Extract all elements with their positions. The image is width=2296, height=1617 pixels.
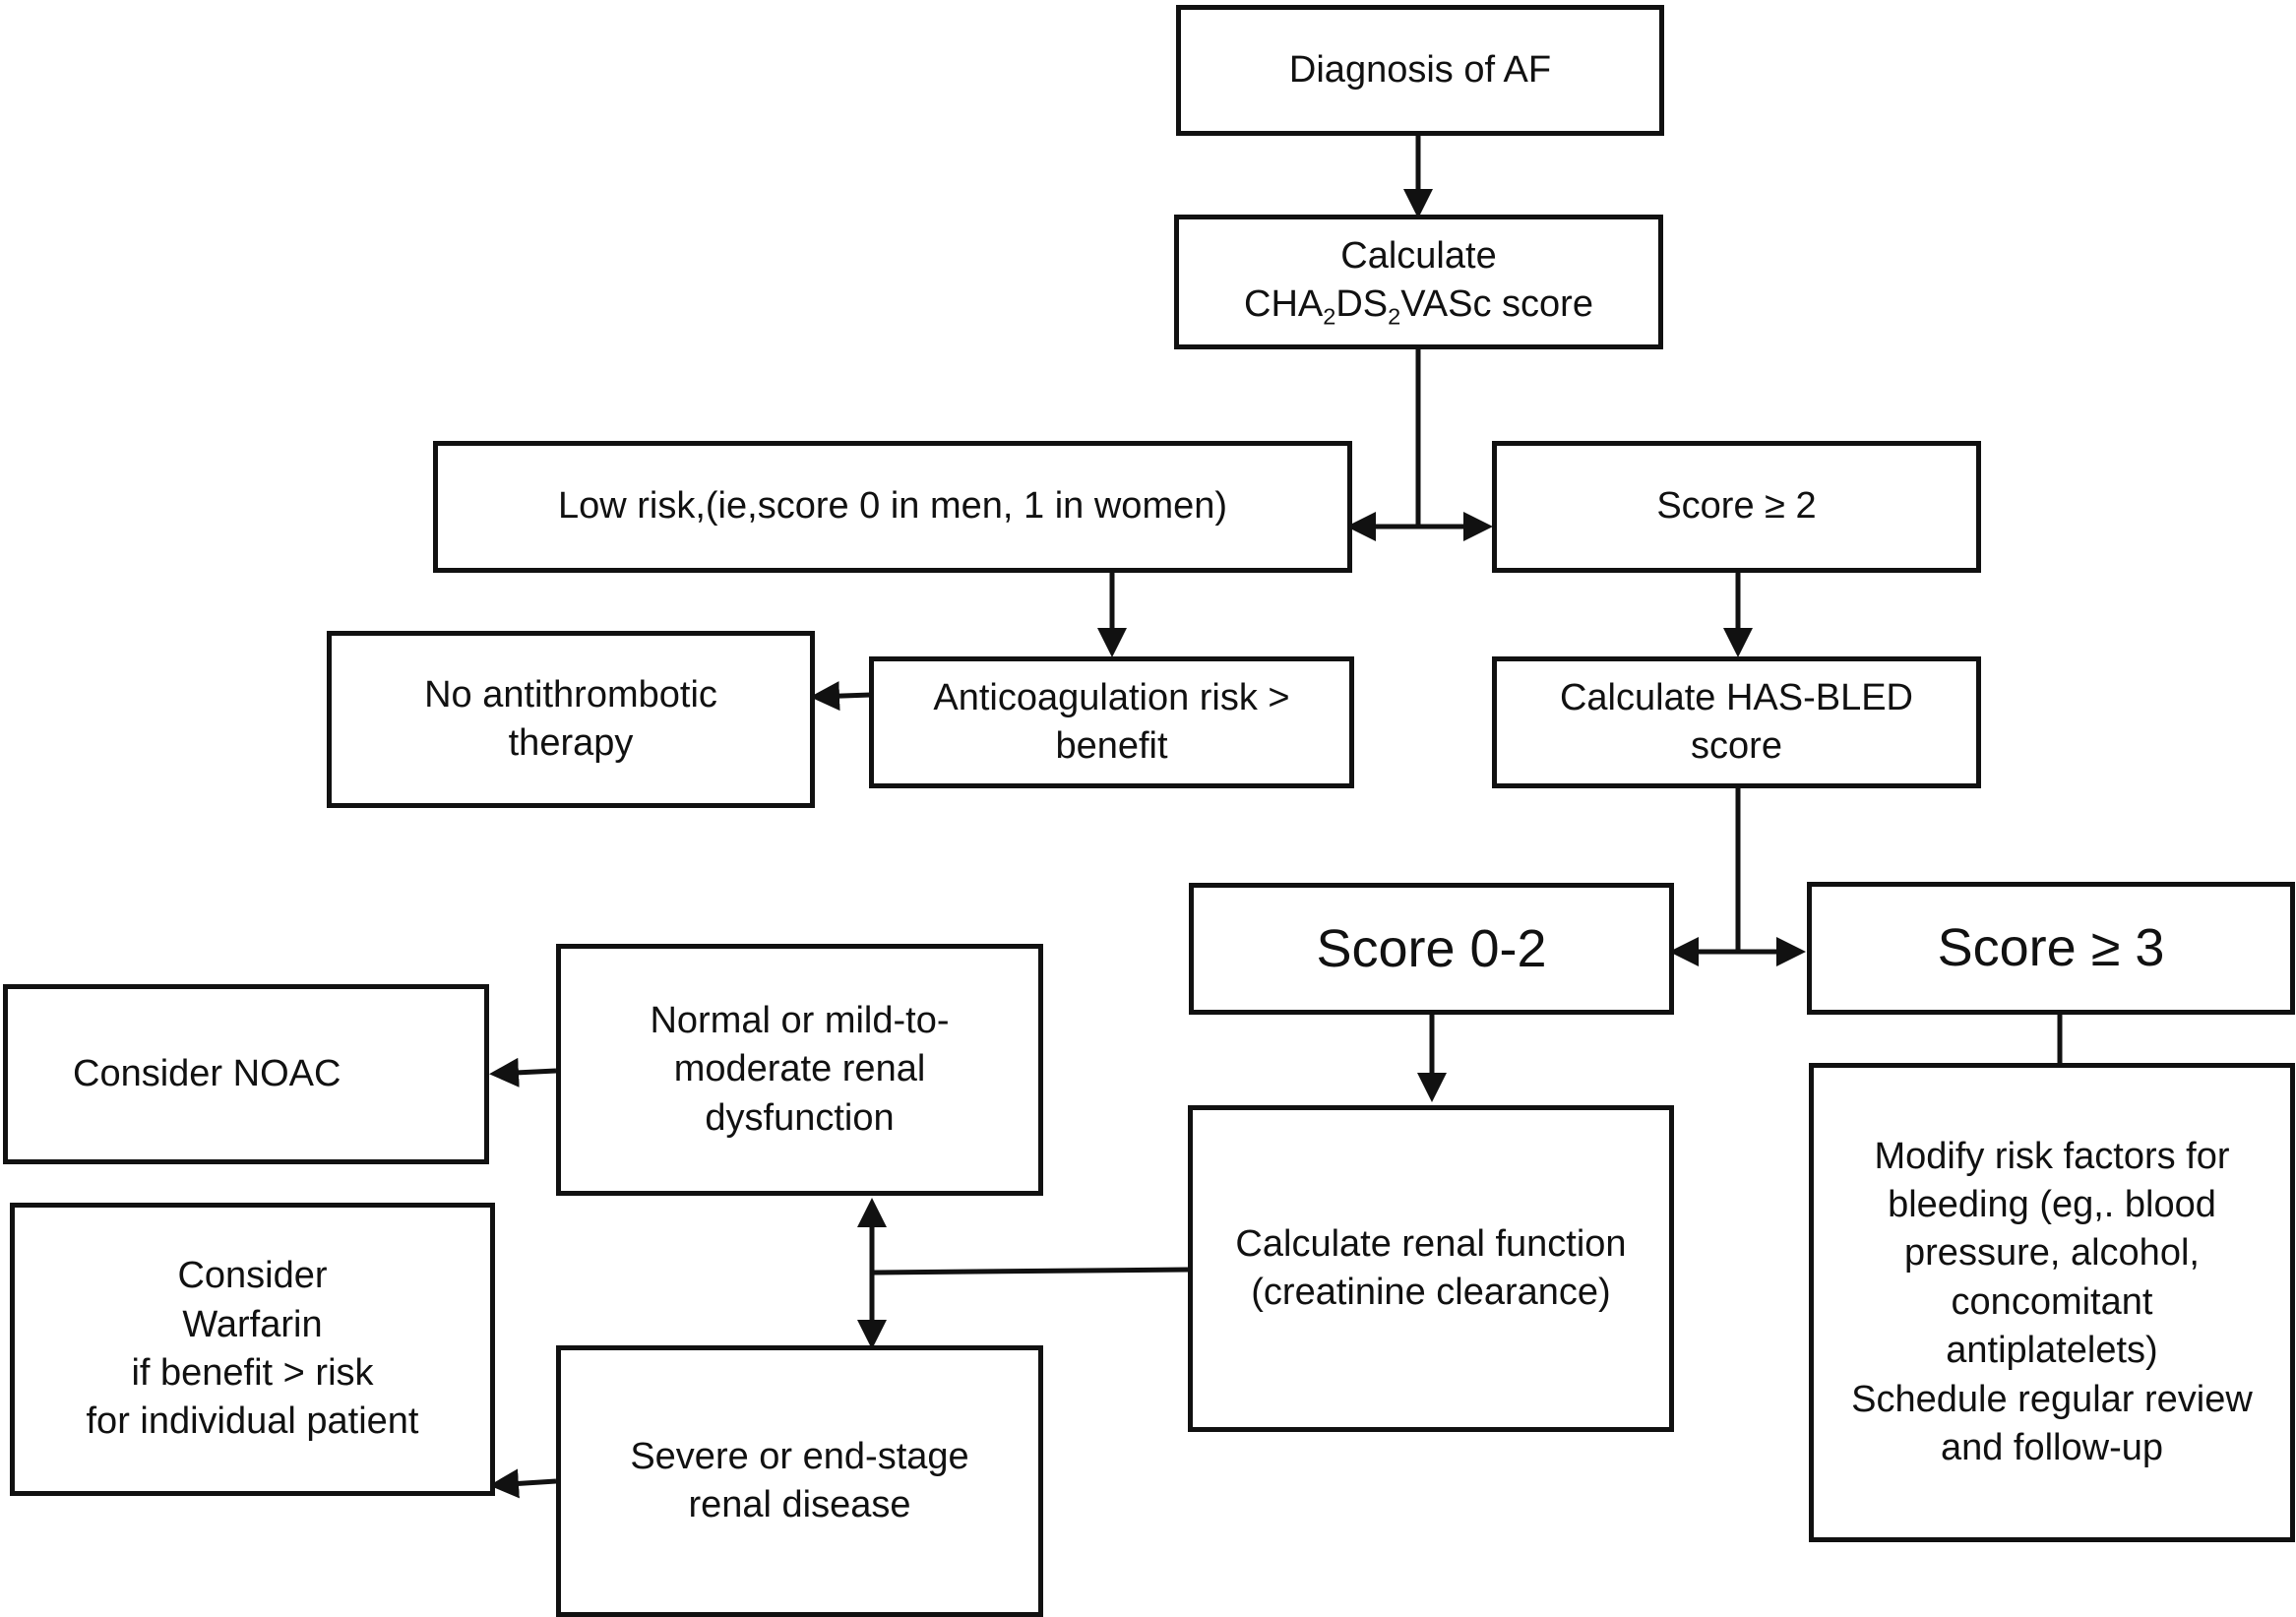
calculate-hasbled-node: Calculate HAS-BLED score [1492, 656, 1981, 788]
no-antithrombotic-node: No antithrombotic therapy [327, 631, 815, 808]
score-ge3-node: Score ≥ 3 [1807, 882, 2295, 1015]
arrow-severe-to-warfarin [489, 1468, 557, 1499]
line-renal-to-split [871, 1267, 1189, 1275]
arrow-normal-to-noac [489, 1057, 557, 1088]
diagnosis-node: Diagnosis of AF [1176, 5, 1664, 136]
cha-score-formula: CHA2DS2VASc score [1244, 283, 1593, 330]
low-risk-node: Low risk,(ie,score 0 in men, 1 in women) [433, 441, 1352, 573]
modify-risk-factors-node: Modify risk factors for bleeding (eg,. b… [1809, 1063, 2295, 1542]
consider-noac-node: Consider NOAC [3, 984, 489, 1164]
anticoagulation-risk-node: Anticoagulation risk > benefit [869, 656, 1354, 788]
severe-renal-node: Severe or end-stage renal disease [556, 1345, 1043, 1617]
score-0-2-node: Score 0-2 [1189, 883, 1674, 1015]
normal-renal-node: Normal or mild-to- moderate renal dysfun… [556, 944, 1043, 1196]
arrow-anticoag-to-notherapy [810, 681, 872, 712]
calculate-renal-function-node: Calculate renal function (creatinine cle… [1188, 1105, 1674, 1432]
score-ge2-node: Score ≥ 2 [1492, 441, 1981, 573]
cha-line1: Calculate [1340, 234, 1497, 277]
consider-warfarin-node: Consider Warfarin if benefit > risk for … [10, 1203, 495, 1496]
